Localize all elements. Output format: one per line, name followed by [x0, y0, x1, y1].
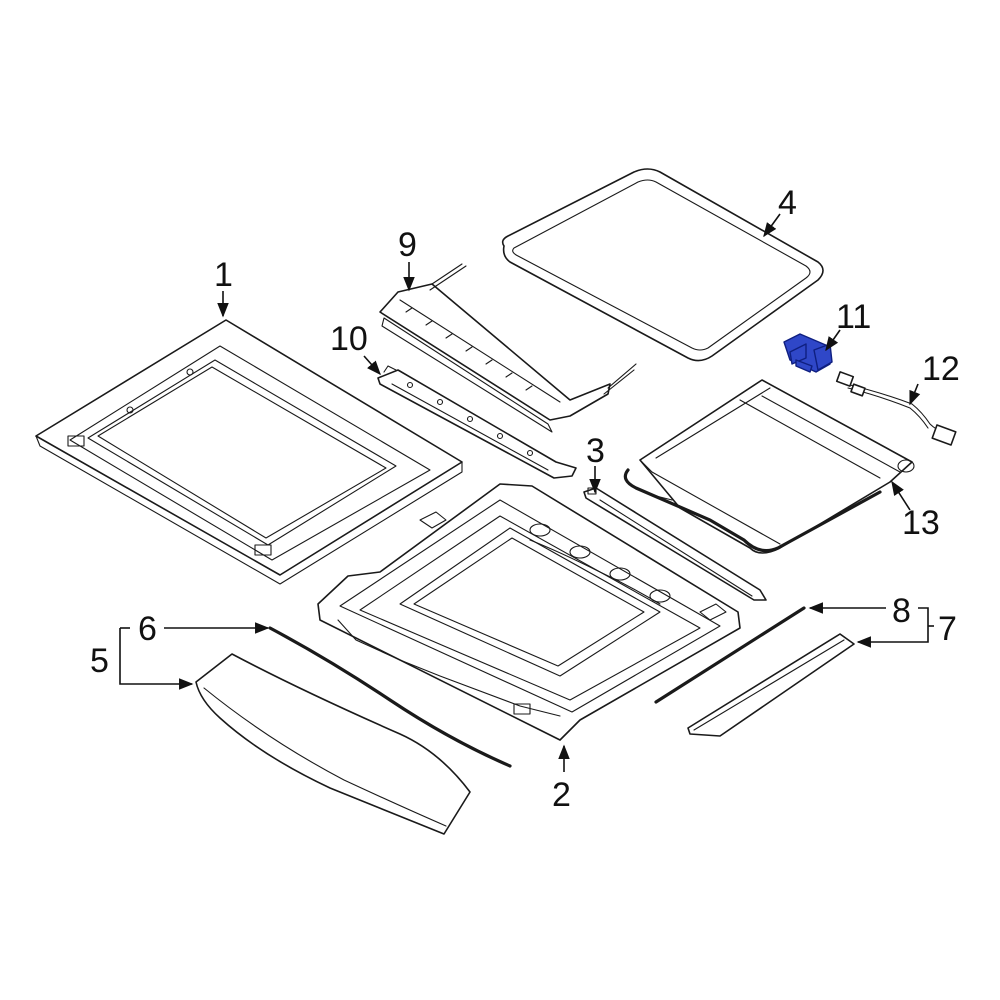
callout-9: 9: [398, 226, 417, 264]
callout-labels: 1 2 3 4 5 6 7 8 9 10 11 12 13: [90, 184, 960, 814]
part-9-front-deflector[interactable]: [379, 263, 637, 433]
part-7-trim-panel[interactable]: [687, 633, 855, 737]
callout-8: 8: [892, 592, 911, 630]
callout-3: 3: [586, 432, 605, 470]
part-4-glass-panel[interactable]: [501, 168, 824, 362]
part-11-motor-highlighted[interactable]: [783, 333, 833, 373]
part-10-guide-rail[interactable]: [377, 365, 577, 479]
part-2-sunroof-frame[interactable]: [317, 483, 741, 741]
part-13-sunshade[interactable]: [623, 379, 915, 554]
part-12-wire-harness[interactable]: [835, 371, 957, 446]
part-1-roof-panel[interactable]: [35, 319, 463, 585]
callout-2: 2: [552, 776, 571, 814]
callout-7: 7: [938, 610, 957, 648]
callout-13: 13: [902, 504, 940, 542]
part-6-seal[interactable]: [268, 626, 512, 768]
part-5-deflector-panel[interactable]: [195, 653, 471, 835]
callout-5: 5: [90, 642, 109, 680]
leader-lines: [119, 213, 934, 772]
callout-6: 6: [138, 610, 157, 648]
callout-1: 1: [214, 256, 233, 294]
callout-12: 12: [922, 350, 960, 388]
callout-11: 11: [836, 298, 871, 336]
part-8-seal[interactable]: [654, 606, 806, 704]
callout-10: 10: [330, 320, 368, 358]
callout-4: 4: [778, 184, 797, 222]
